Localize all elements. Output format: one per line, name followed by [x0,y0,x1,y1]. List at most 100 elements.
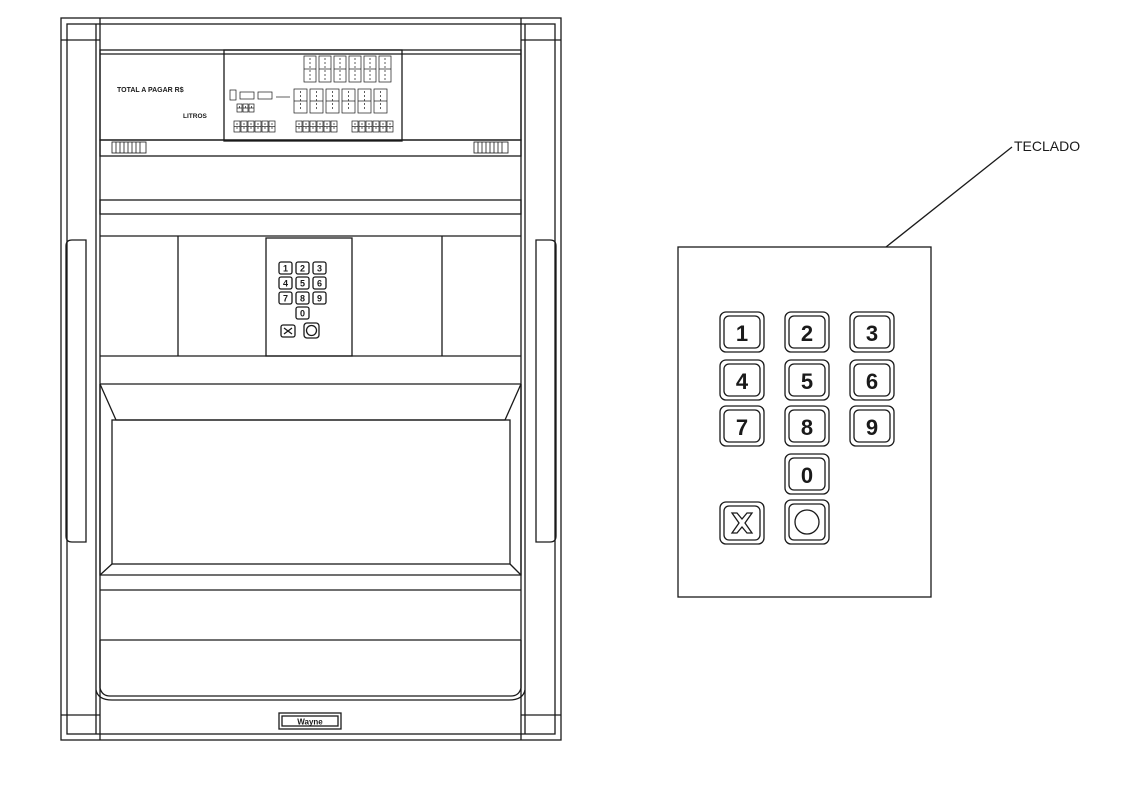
lcd-digit-price-c [351,120,359,133]
mini-key-label: 1 [283,264,288,274]
lcd-digit-price-a [247,120,255,133]
lcd-digit-price-a [233,120,241,133]
lcd-flag-icon [257,91,273,100]
brand-logo-text: Wayne [297,718,323,727]
key-5: 5 [784,359,830,401]
lcd-bracket-icon [229,89,237,101]
key-3: 3 [849,311,895,353]
lcd-flag-icon [239,91,255,100]
mini-key-7: 7 [278,291,293,305]
mini-key-label: 4 [283,279,288,289]
lcd-digit-total [348,55,362,83]
lcd-digit-price-a [261,120,269,133]
key-8: 8 [784,405,830,447]
speaker-grill-right [473,141,509,154]
mini-key-6: 6 [312,276,327,290]
key-0: 0 [784,453,830,495]
display-bezel [99,139,522,157]
lcd-digit-total [363,55,377,83]
key-4: 4 [719,359,765,401]
lcd-digit-price-b [295,120,303,133]
lcd-digit-price-c [365,120,373,133]
mini-key-label: 9 [317,294,322,304]
nozzle-bay-top [99,383,522,421]
lcd-digit-price-b [302,120,310,133]
mini-key-1: 1 [278,261,293,275]
enter-circle-icon [784,499,830,545]
lcd-digit-price-b [330,120,338,133]
lcd-segments [229,55,394,133]
mini-keypad: 1 2 3 4 5 6 7 8 9 0 [278,261,327,339]
callout-label: TECLADO [1014,138,1080,154]
mini-key-label: 8 [300,294,305,304]
lcd-digit-total [303,55,317,83]
mini-enter-key [303,322,320,339]
key-1: 1 [719,311,765,353]
lcd-digit-total [318,55,332,83]
key-label: 9 [866,415,878,440]
mini-key-label: 7 [283,294,288,304]
mini-key-label: 5 [300,279,305,289]
mini-key-label: 0 [300,309,305,319]
label-total-a-pagar: TOTAL A PAGAR R$ [117,87,184,94]
lcd-digit-price-b [323,120,331,133]
lcd-digit-price-a [268,120,276,133]
key-label: 1 [736,321,748,346]
label-litros: LITROS [183,113,207,120]
callout-leader-line [885,146,1013,248]
cancel-x-icon [719,501,765,545]
lcd-digit-price-c [379,120,387,133]
lcd-digit-litros [325,88,340,114]
keypad-detail: 1 2 3 4 5 6 7 8 9 0 [677,246,932,598]
lcd-digit-price-b [316,120,324,133]
lcd-digit-litros [357,88,372,114]
key-label: 8 [801,415,813,440]
brand-plate [278,712,342,730]
key-label: 6 [866,369,878,394]
key-9: 9 [849,405,895,447]
key-label: 2 [801,321,813,346]
key-label: 5 [801,369,813,394]
upper-band [99,199,522,215]
keypad-detail-frame [677,246,932,598]
lcd-digit-small [248,103,255,113]
lcd-digit-price-b [309,120,317,133]
key-label: 7 [736,415,748,440]
mini-key-3: 3 [312,261,327,275]
left-handle [65,239,87,543]
lcd-digit-litros [309,88,324,114]
mini-key-5: 5 [295,276,310,290]
dispenser-outer-frame [60,17,562,741]
mini-key-4: 4 [278,276,293,290]
key-label: 3 [866,321,878,346]
mini-key-9: 9 [312,291,327,305]
key-label: 4 [736,369,749,394]
key-label: 0 [801,463,813,488]
mini-key-0: 0 [295,306,310,320]
detail-keys: 1 2 3 4 5 6 7 8 9 0 [719,311,895,545]
key-2: 2 [784,311,830,353]
mini-cancel-key [280,324,296,338]
lcd-digit-small [242,103,249,113]
lcd-digit-small [236,103,243,113]
base-panel [99,640,522,697]
mini-key-label: 3 [317,264,322,274]
lcd-display [223,49,403,142]
lcd-digit-price-c [386,120,394,133]
dispenser-inner-frame [66,23,556,735]
mini-key-label: 6 [317,279,322,289]
lcd-digit-price-a [240,120,248,133]
keypad-housing [265,237,353,357]
speaker-grill-left [111,141,147,154]
key-7: 7 [719,405,765,447]
mini-key-8: 8 [295,291,310,305]
lcd-digit-litros [293,88,308,114]
key-6: 6 [849,359,895,401]
mini-key-label: 2 [300,264,305,274]
lcd-digit-total [378,55,392,83]
lcd-digit-price-c [358,120,366,133]
lcd-digit-total [333,55,347,83]
lcd-digit-price-c [372,120,380,133]
lcd-digit-litros [373,88,388,114]
